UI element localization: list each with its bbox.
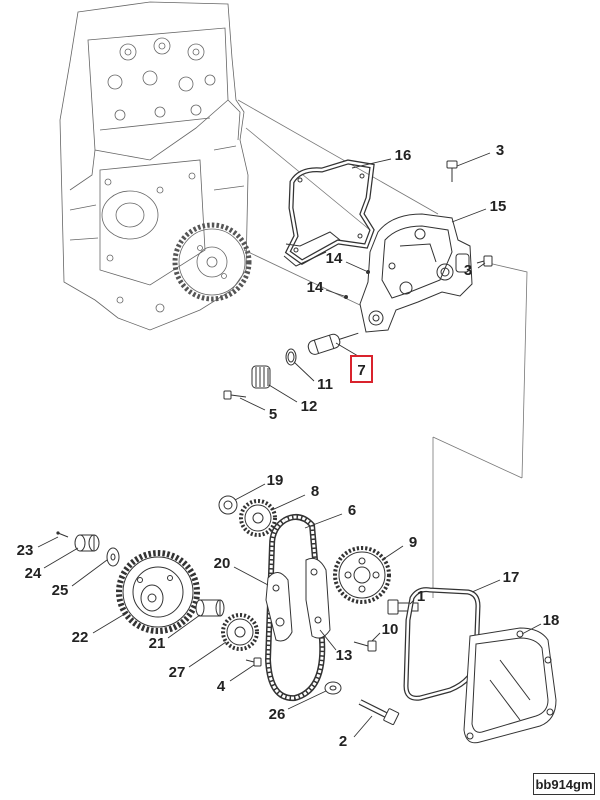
callout-26: 26	[269, 706, 286, 723]
callout-9: 9	[409, 534, 417, 551]
part-drawing-7	[307, 332, 359, 355]
part-drawing-2	[358, 699, 400, 726]
part-drawing-5	[223, 390, 247, 400]
part-drawing-12	[251, 365, 271, 389]
callout-20: 20	[214, 555, 231, 572]
part-drawing-15	[359, 213, 473, 333]
callout-4: 4	[217, 678, 226, 695]
callout-10: 10	[382, 621, 399, 638]
callout-7-highlight-box	[350, 355, 373, 383]
callout-23: 23	[17, 542, 34, 559]
callout-14: 14	[326, 250, 343, 267]
callout-22: 22	[72, 629, 89, 646]
part-drawing-13	[305, 557, 331, 639]
part-drawing-16	[283, 159, 375, 267]
callout-6: 6	[348, 502, 356, 519]
callout-labels: 16 3 15 14 3 14 7 11 12 5 19 8 6 9 23 24…	[17, 142, 560, 750]
part-drawing-4	[245, 657, 262, 667]
callout-25: 25	[52, 582, 69, 599]
callout-8: 8	[311, 483, 319, 500]
part-drawing-3-right	[476, 255, 493, 267]
engine-block-drawing	[59, 1, 252, 331]
part-drawing-23	[56, 531, 69, 538]
callout-18: 18	[543, 612, 560, 629]
callout-11: 11	[317, 376, 333, 393]
part-drawing-11	[285, 348, 297, 366]
part-drawing-24	[74, 534, 100, 552]
callout-13: 13	[336, 647, 353, 664]
callout-19: 19	[267, 472, 284, 489]
part-drawing-25	[106, 547, 120, 567]
callout-7: 7	[357, 362, 365, 379]
part-drawing-20	[265, 572, 293, 642]
part-drawing-10	[353, 640, 377, 652]
part-drawing-27	[221, 613, 259, 651]
callout-3-right: 3	[464, 262, 472, 279]
part-drawing-22	[116, 550, 200, 634]
callout-27: 27	[169, 664, 186, 681]
callout-2: 2	[339, 733, 347, 750]
callout-3: 3	[496, 142, 504, 159]
figure-code-label: bb914gm	[533, 773, 595, 795]
leader-lines	[37, 152, 542, 738]
part-drawing-6	[264, 513, 326, 702]
part-drawing-8	[239, 499, 277, 537]
part-drawing-14	[344, 270, 370, 299]
callout-5: 5	[269, 406, 277, 423]
callout-24: 24	[25, 565, 42, 582]
part-drawing-19	[218, 495, 238, 515]
part-drawing-26	[324, 681, 342, 695]
part-drawing-21	[195, 599, 225, 617]
part-drawing-9	[333, 546, 391, 604]
assembly-reference-lines	[237, 99, 528, 598]
callout-16: 16	[395, 147, 412, 164]
callout-21: 21	[149, 635, 166, 652]
part-drawing-18	[463, 627, 557, 744]
callout-1: 1	[417, 588, 425, 605]
callout-12: 12	[301, 398, 318, 415]
callout-14-lower: 14	[307, 279, 324, 296]
callout-15: 15	[490, 198, 507, 215]
part-drawing-3-upper	[446, 160, 458, 182]
callout-17: 17	[503, 569, 520, 586]
